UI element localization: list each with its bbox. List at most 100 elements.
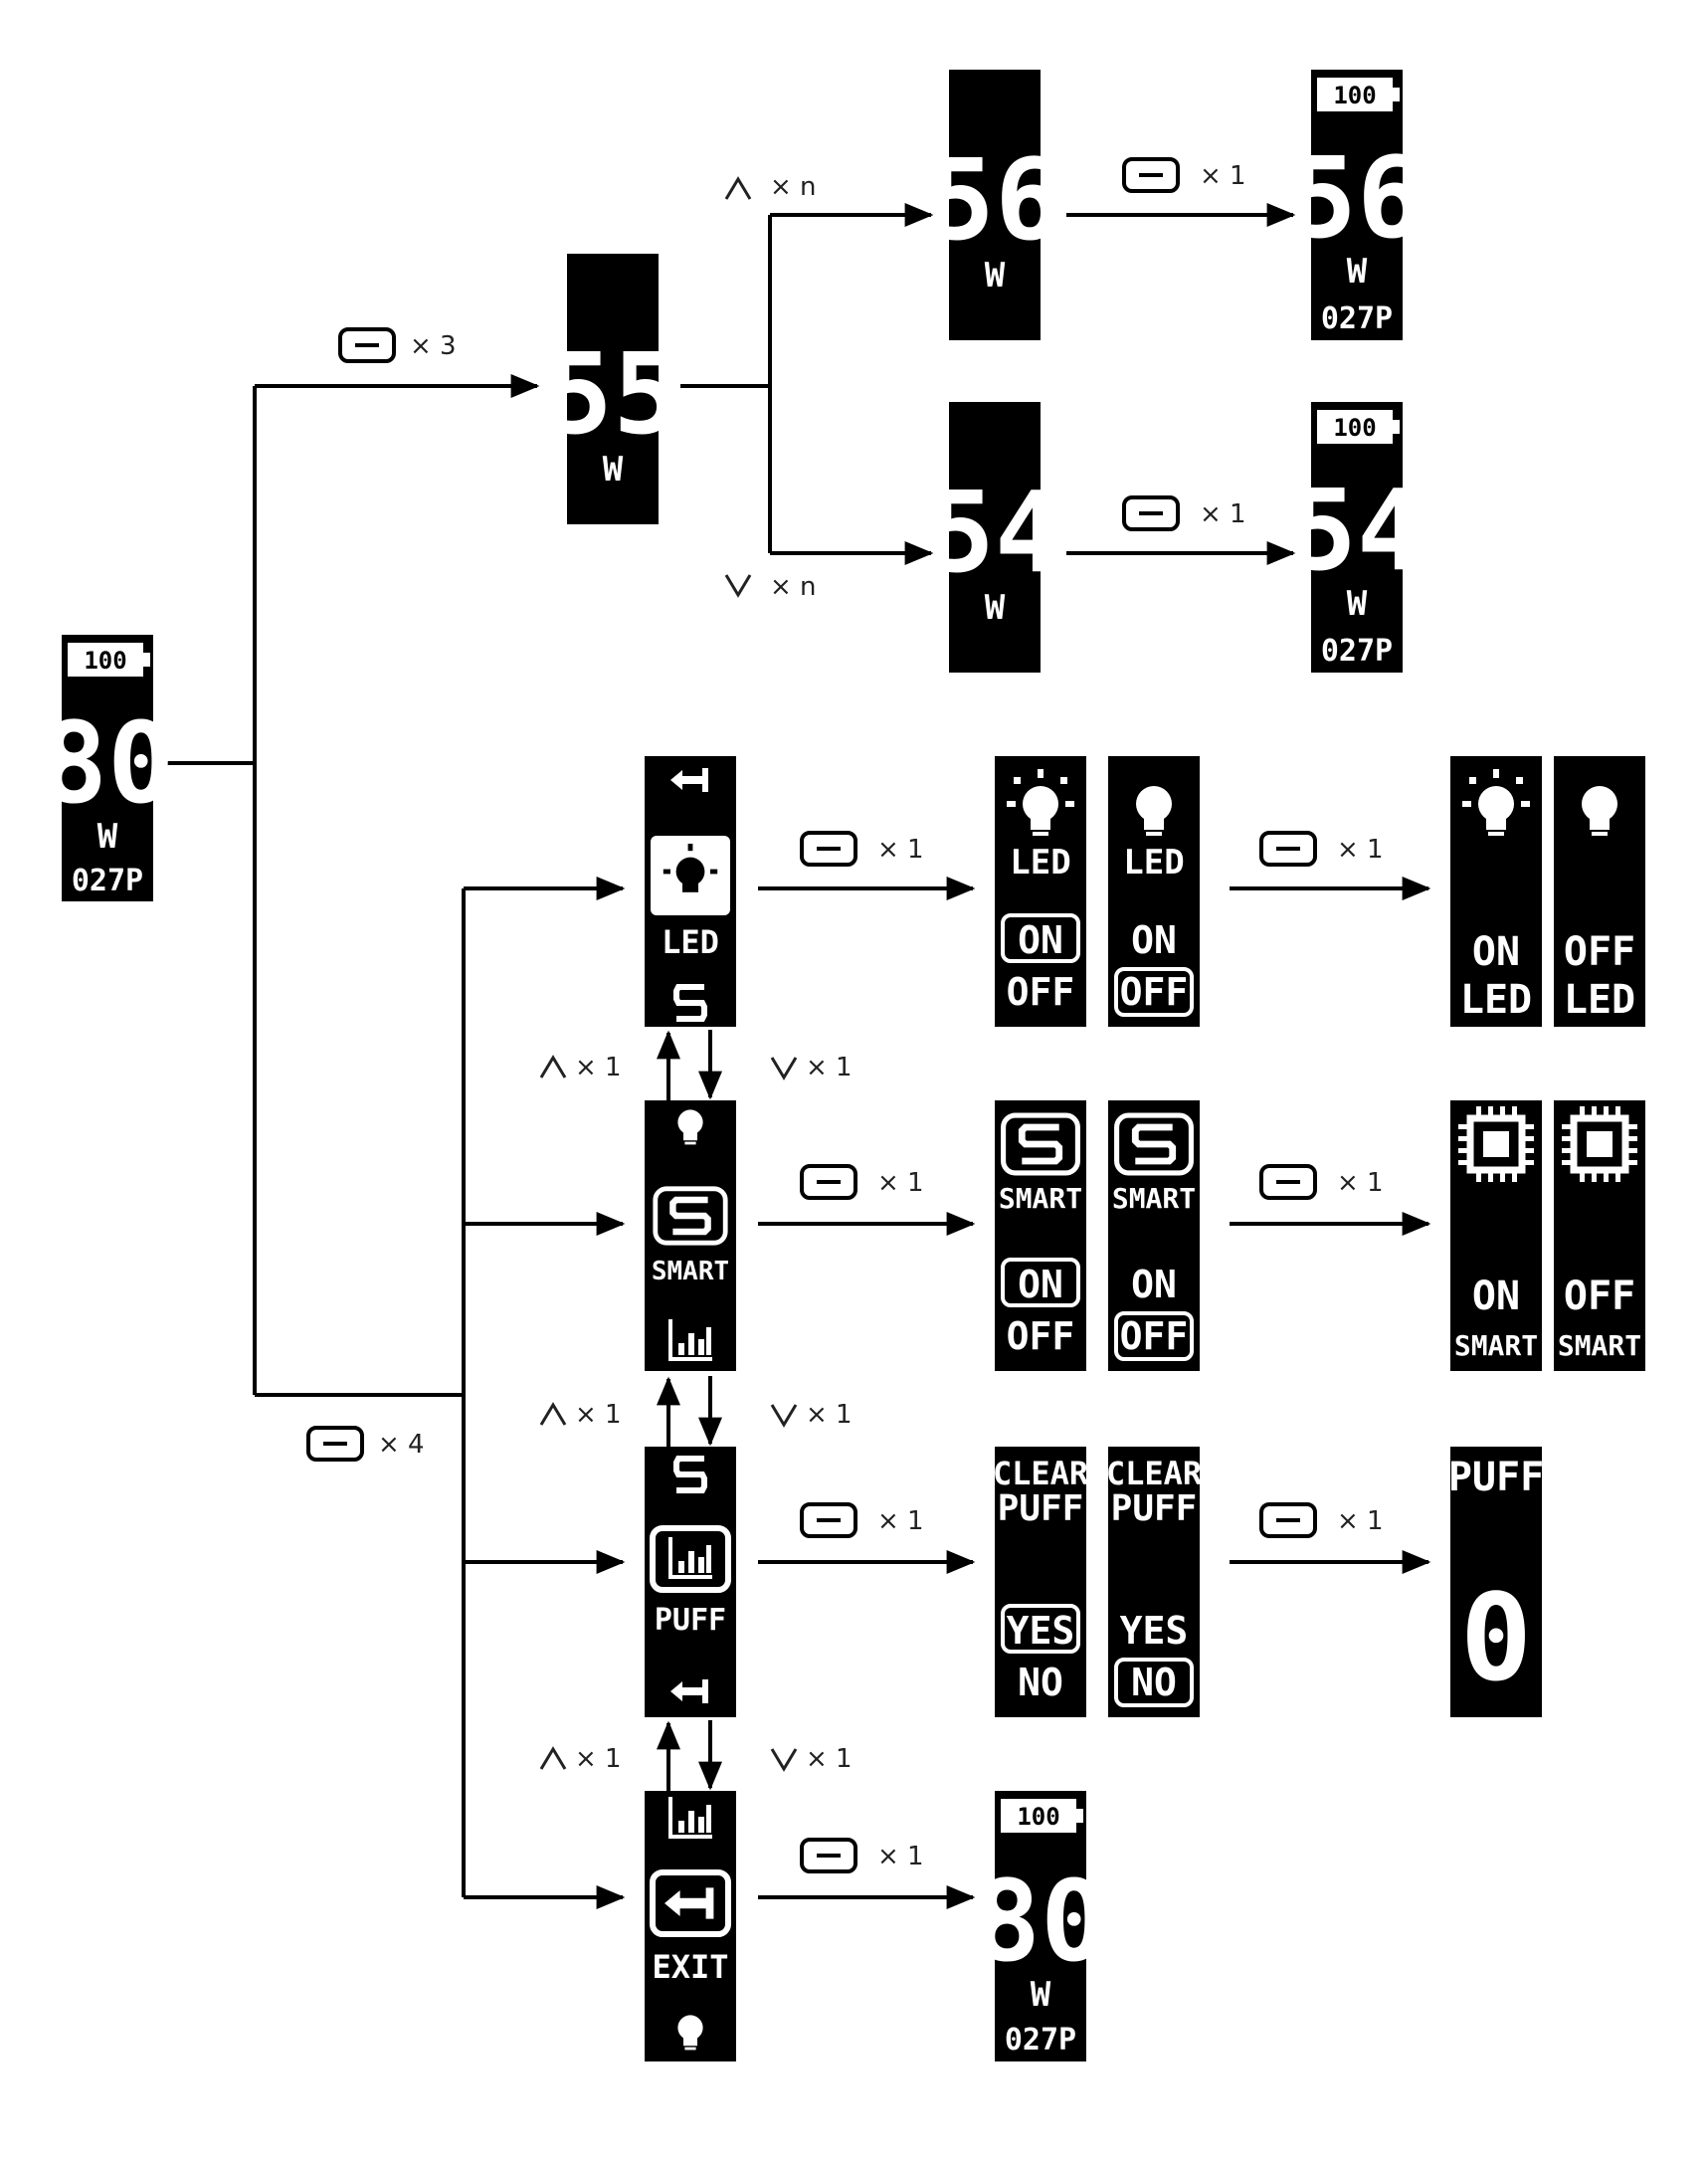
up-chevron-icon (539, 1402, 567, 1426)
power-unit: W (603, 450, 624, 490)
result-state: OFF (1564, 929, 1635, 975)
connector-lines (165, 203, 1431, 1909)
option-on: ON (1131, 918, 1177, 962)
puff-count: 027P (72, 864, 143, 898)
power-value: 80 (41, 699, 175, 829)
power-value: 80 (974, 1858, 1108, 1987)
chip-icon (1458, 1106, 1534, 1182)
screen-power-54: 54 W (928, 402, 1062, 673)
screen-led-off-selected: LED ON OFF (1108, 756, 1200, 1027)
menu-title: PUFF (655, 1603, 726, 1638)
menu-smart: SMART (645, 1100, 736, 1371)
power-unit: W (1031, 1975, 1051, 2015)
power-value: 54 (928, 469, 1062, 598)
result-title: SMART (1454, 1329, 1538, 1362)
power-unit: W (985, 588, 1006, 628)
minus-button-icon (1122, 157, 1180, 193)
press-count-label: × 1 (575, 1744, 622, 1774)
down-chevron-icon (770, 1748, 798, 1772)
battery-level: 100 (84, 647, 126, 675)
minus-button-icon (1259, 831, 1317, 867)
smart-s-icon (673, 1456, 707, 1493)
result-title: PUFF (1448, 1455, 1544, 1500)
power-value: 56 (1290, 134, 1424, 264)
minus-button-icon (306, 1426, 364, 1462)
screen-power-56-confirmed: 100 56 W 027P (1290, 70, 1424, 340)
battery-level: 100 (1333, 82, 1376, 109)
screen-led-on-selected: LED ON OFF (995, 756, 1086, 1027)
option-title: SMART (1112, 1182, 1196, 1215)
screen-exit-home: 100 80 W 027P (974, 1791, 1108, 2061)
press-count-label: × 1 (806, 1400, 853, 1430)
menu-led: LED (645, 756, 736, 1027)
down-chevron-icon (770, 1057, 798, 1080)
clear-label-2: PUFF (1111, 1488, 1198, 1529)
option-off: OFF (1120, 970, 1189, 1014)
minus-button-icon (800, 1502, 857, 1538)
power-value: 54 (1290, 467, 1424, 596)
press-count-label: × 1 (1200, 499, 1246, 529)
screen-smart-off-selected: SMART ON OFF (1108, 1100, 1200, 1371)
down-chevron-icon (770, 1404, 798, 1428)
power-unit: W (985, 256, 1006, 295)
power-unit: W (1347, 584, 1368, 624)
press-count-label: × n (770, 572, 817, 602)
result-state: ON (1472, 1274, 1520, 1319)
option-title: LED (1010, 843, 1070, 883)
option-off: OFF (1007, 1314, 1075, 1358)
minus-button-icon (338, 327, 396, 363)
minus-button-icon (800, 1838, 857, 1873)
screen-start: 100 80 W 027P (41, 635, 175, 901)
press-count-label: × 1 (877, 1842, 924, 1871)
up-chevron-icon (724, 176, 752, 200)
result-state: ON (1472, 929, 1520, 975)
screen-power-55: 55 W (546, 254, 680, 524)
menu-exit: EXIT (645, 1791, 736, 2061)
up-chevron-icon (539, 1746, 567, 1770)
press-count-label: × 1 (1200, 161, 1246, 191)
press-count-label: × 1 (575, 1400, 622, 1430)
press-count-label: × 1 (1337, 835, 1384, 865)
result-title: LED (1564, 977, 1635, 1023)
option-no: NO (1131, 1661, 1177, 1704)
menu-title: EXIT (652, 1948, 728, 1986)
press-count-label: × 1 (877, 1506, 924, 1536)
menu-title: SMART (652, 1257, 729, 1286)
smart-s-icon (673, 984, 707, 1022)
option-yes: YES (1120, 1609, 1189, 1653)
screen-smart-off-result: OFF SMART (1554, 1100, 1645, 1371)
minus-button-icon (1259, 1164, 1317, 1200)
press-count-label: × 1 (806, 1744, 853, 1774)
option-off: OFF (1007, 970, 1075, 1014)
option-yes: YES (1007, 1609, 1075, 1653)
clear-label-2: PUFF (998, 1488, 1084, 1529)
bulb-rays-icon (663, 844, 718, 892)
power-value: 56 (928, 136, 1062, 266)
press-count-label: × 1 (1337, 1506, 1384, 1536)
press-count-label: × 1 (575, 1053, 622, 1082)
screen-clear-yes-selected: CLEAR PUFF YES NO (993, 1447, 1089, 1717)
screen-smart-on-selected: SMART ON OFF (995, 1100, 1086, 1371)
screen-led-on-result: ON LED (1450, 756, 1542, 1027)
battery-level: 100 (1333, 414, 1376, 442)
press-count-label: × n (770, 172, 817, 202)
result-title: LED (1460, 977, 1532, 1023)
clear-label: CLEAR (993, 1455, 1089, 1492)
screen-led-off-result: OFF LED (1554, 756, 1645, 1027)
screen-clear-no-selected: CLEAR PUFF YES NO (1106, 1447, 1203, 1717)
minus-button-icon (1122, 495, 1180, 531)
puff-count: 0 (1460, 1570, 1532, 1708)
puff-count: 027P (1005, 2023, 1076, 2058)
down-chevron-icon (724, 574, 752, 598)
option-title: SMART (999, 1182, 1082, 1215)
press-count-label: × 1 (806, 1053, 853, 1082)
result-state: OFF (1564, 1274, 1635, 1319)
press-count-label: × 1 (877, 835, 924, 865)
puff-count: 027P (1321, 634, 1393, 669)
minus-button-icon (800, 831, 857, 867)
power-value: 55 (546, 330, 680, 460)
puff-count: 027P (1321, 301, 1393, 336)
menu-puff: PUFF (645, 1447, 736, 1717)
option-no: NO (1018, 1661, 1063, 1704)
